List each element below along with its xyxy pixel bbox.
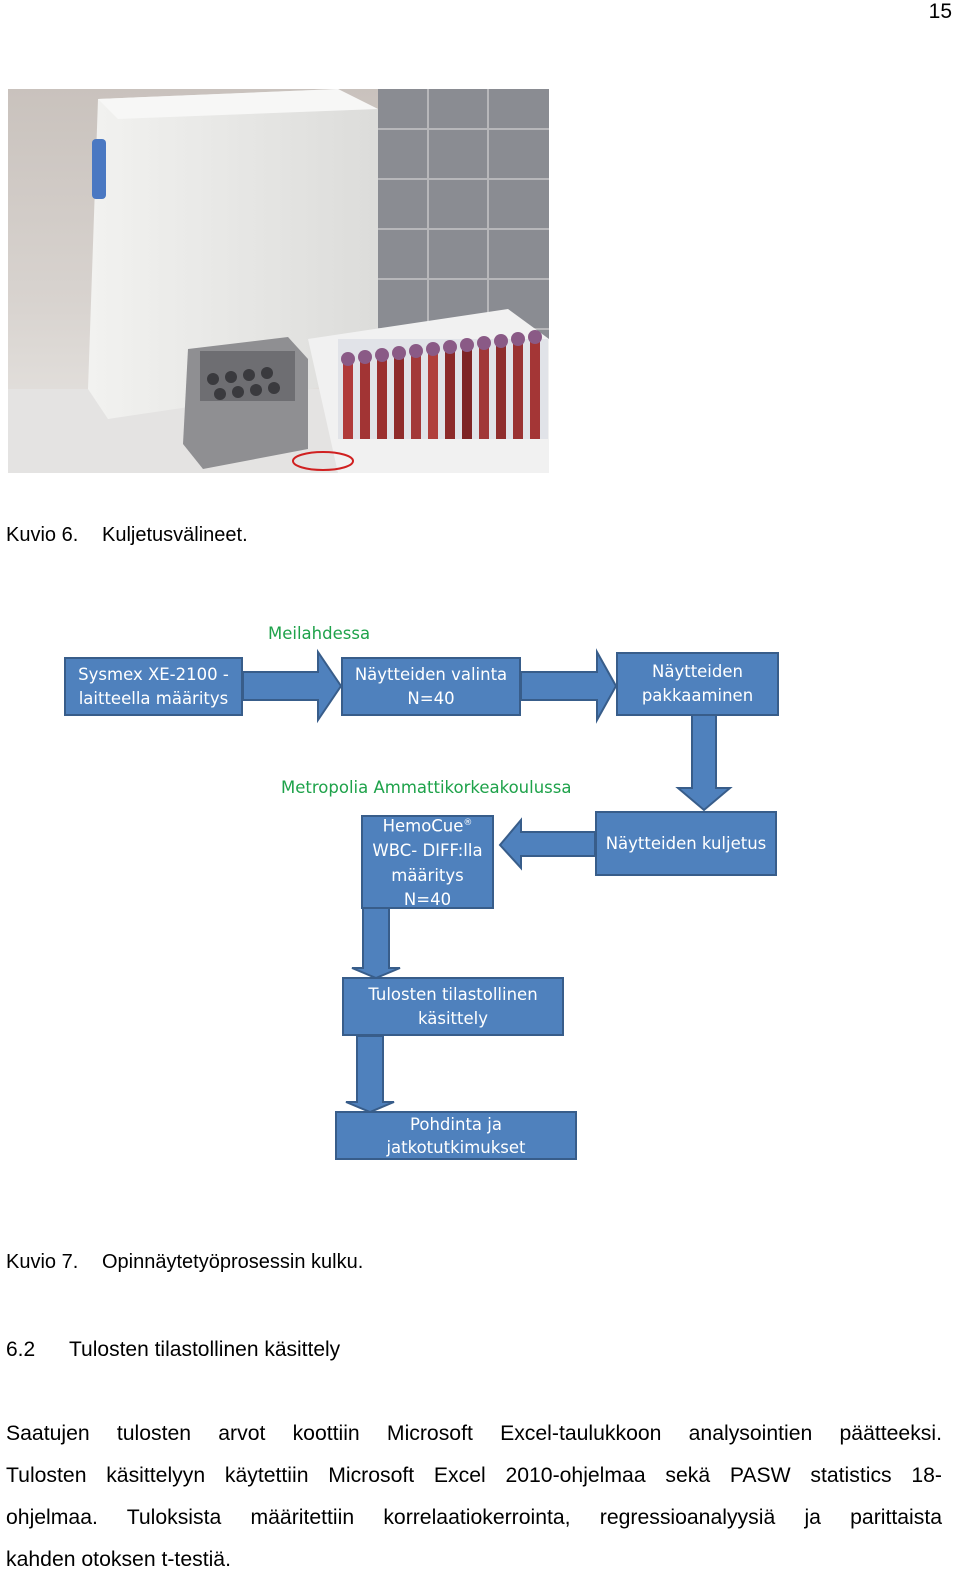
arrow-5-6 [351,901,401,980]
figure6-number: Kuvio 6. [6,524,79,546]
step-text: WBC- DIFF:lla [372,841,483,861]
figure6-caption: Kuvio 6. Kuljetusvälineet. [6,524,248,547]
section-title: Tulosten tilastollinen käsittely [69,1338,341,1361]
step-text: Tulosten tilastollinen [368,984,538,1004]
arrow-6-7 [345,1035,395,1114]
step-text: pakkaaminen [641,686,754,705]
figure7-number: Kuvio 7. [6,1251,79,1273]
arrow-1-2 [242,648,343,724]
step-discussion: Pohdinta ja jatkotutkimukset [335,1111,577,1160]
step-sysmex-measurement: Sysmex XE-2100 - laitteella määritys [64,657,243,716]
paragraph-line: ohjelmaa. Tuloksista määritettiin korrel… [6,1506,942,1529]
step-text: HemoCue [382,816,464,836]
step-text: Näytteiden valinta [354,664,508,684]
step-text: Sysmex XE-2100 - [78,664,229,684]
step-text: N=40 [403,890,452,910]
arrow-4-5 [498,817,596,871]
step-text: HemoCue® [372,811,482,839]
arrow-2-3 [520,648,618,724]
body-paragraph: Saatujen tulosten arvot koottiin Microso… [6,1413,942,1581]
figure6-text: Kuljetusvälineet. [102,524,248,546]
step-sample-packing: Näytteiden pakkaaminen [616,652,779,716]
paragraph-line: Tulosten käsittelyyn käytettiin Microsof… [6,1464,942,1487]
arrow-3-4 [675,714,733,812]
paragraph-line: Saatujen tulosten arvot koottiin Microso… [6,1422,942,1445]
step-sample-transport: Näytteiden kuljetus [595,811,777,876]
step-text: laitteella määritys [78,688,229,708]
page-number: 15 [928,0,952,23]
step-text: määritys [391,865,464,885]
figure7-text: Opinnäytetyöprosessin kulku. [102,1251,364,1273]
step-text: käsittely [417,1008,488,1028]
section-number: 6.2 [6,1338,36,1361]
step-text: Näytteiden [652,662,743,681]
step-text: Pohdinta ja [410,1114,502,1134]
transport-equipment-photo [8,89,549,473]
section-heading: 6.2 Tulosten tilastollinen käsittely [6,1338,340,1362]
location-metropolia: Metropolia Ammattikorkeakoulussa [281,778,572,797]
step-text: N=40 [407,688,455,708]
step-statistical-processing: Tulosten tilastollinen käsittely [342,977,564,1036]
step-hemocue-measurement: HemoCue® WBC- DIFF:lla määritys N=40 [361,815,494,909]
step-text: jatkotutkimukset [386,1137,526,1157]
location-meilahti: Meilahdessa [268,624,371,643]
paragraph-line: kahden otoksen t-testiä. [6,1548,231,1571]
figure7-caption: Kuvio 7. Opinnäytetyöprosessin kulku. [6,1251,363,1274]
registered-mark: ® [463,818,473,829]
step-text: Näytteiden kuljetus [605,833,767,853]
